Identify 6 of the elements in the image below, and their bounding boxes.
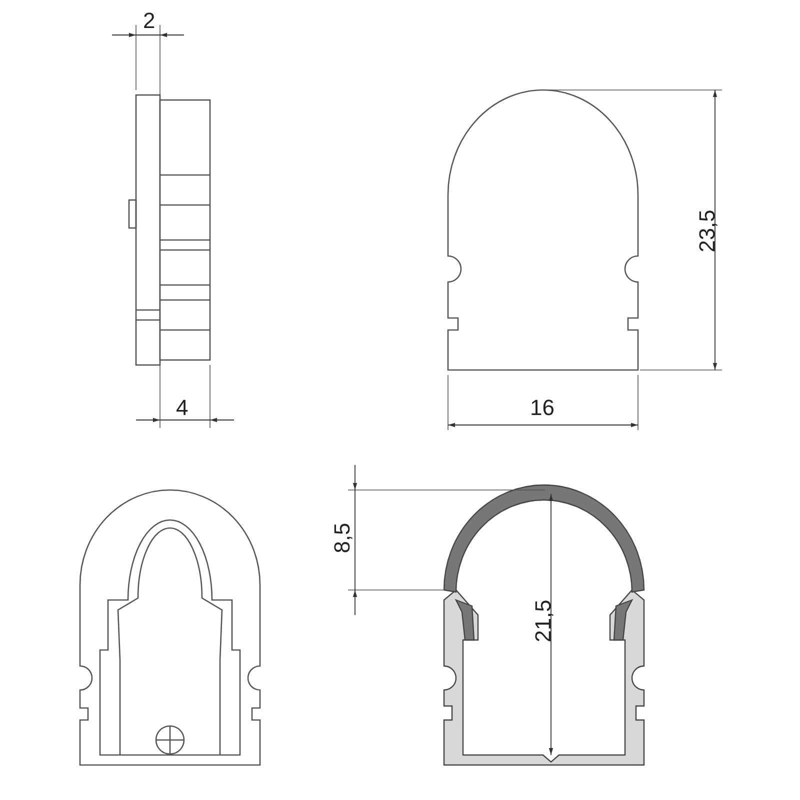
dimension-value: 16	[530, 397, 554, 419]
dimension-value: 8,5	[331, 522, 354, 554]
dimension-value: 21,5	[532, 600, 554, 642]
dimension-value: 23,5	[696, 210, 718, 252]
dimension-value: 2	[143, 10, 156, 32]
dimension-value: 4	[176, 397, 188, 419]
